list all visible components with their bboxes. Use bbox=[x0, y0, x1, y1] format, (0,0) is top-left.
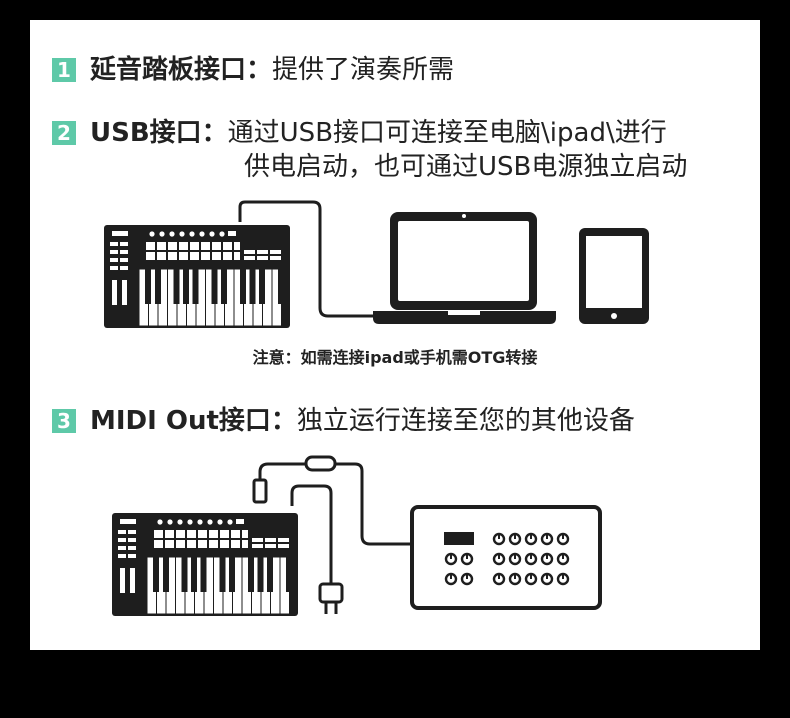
otg-note: 注意：如需连接ipad或手机需OTG转接 bbox=[252, 348, 538, 367]
section-1-heading: 1 延音踏板接口： 提供了演奏所需 bbox=[52, 53, 454, 87]
midi-keyboard-icon bbox=[103, 224, 291, 329]
section-1-label: 延音踏板接口： bbox=[90, 55, 273, 85]
cable-ferrite bbox=[304, 455, 337, 472]
power-cable bbox=[290, 484, 333, 585]
section-2-desc: 通过USB接口可连接至电脑\ipad\进行 bbox=[227, 118, 667, 148]
section-1-desc: 提供了演奏所需 bbox=[272, 55, 455, 85]
section-2-label: USB接口： bbox=[90, 118, 228, 148]
section-3-heading: 3 MIDI Out接口： 独立运行连接至您的其他设备 bbox=[52, 404, 635, 438]
section-1-badge: 1 bbox=[52, 58, 76, 82]
laptop-icon bbox=[373, 212, 556, 324]
tablet-icon bbox=[579, 228, 649, 324]
section-2-desc-line2: 供电启动，也可通过USB电源独立启动 bbox=[244, 152, 688, 182]
section-3-badge: 3 bbox=[52, 409, 76, 433]
section-2-badge: 2 bbox=[52, 121, 76, 145]
section-3-label: MIDI Out接口： bbox=[90, 406, 297, 436]
section-2-heading: 2 USB接口： 通过USB接口可连接至电脑\ipad\进行 bbox=[52, 116, 667, 150]
section-3-desc: 独立运行连接至您的其他设备 bbox=[296, 406, 635, 436]
sound-module-icon bbox=[410, 505, 602, 610]
midi-cable bbox=[258, 462, 412, 546]
midi-keyboard-icon-2 bbox=[111, 512, 299, 617]
midi-connector bbox=[252, 478, 268, 504]
power-plug-icon bbox=[318, 582, 344, 614]
usb-cable bbox=[238, 200, 380, 318]
